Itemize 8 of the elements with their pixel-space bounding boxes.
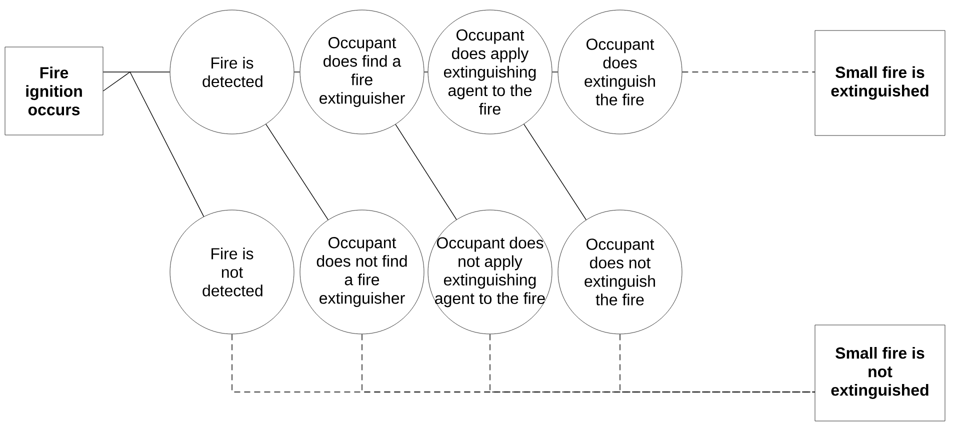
connector-line (102, 71, 204, 217)
outcome-box: Small fire is extinguished (814, 30, 946, 136)
connector-line (266, 124, 328, 220)
connector-line (620, 334, 816, 392)
outcome-box: Fire ignition occurs (4, 46, 104, 136)
outcome-box: Small fire is not extinguished (814, 324, 946, 422)
connector-line (395, 124, 457, 220)
connector-line (524, 124, 586, 220)
